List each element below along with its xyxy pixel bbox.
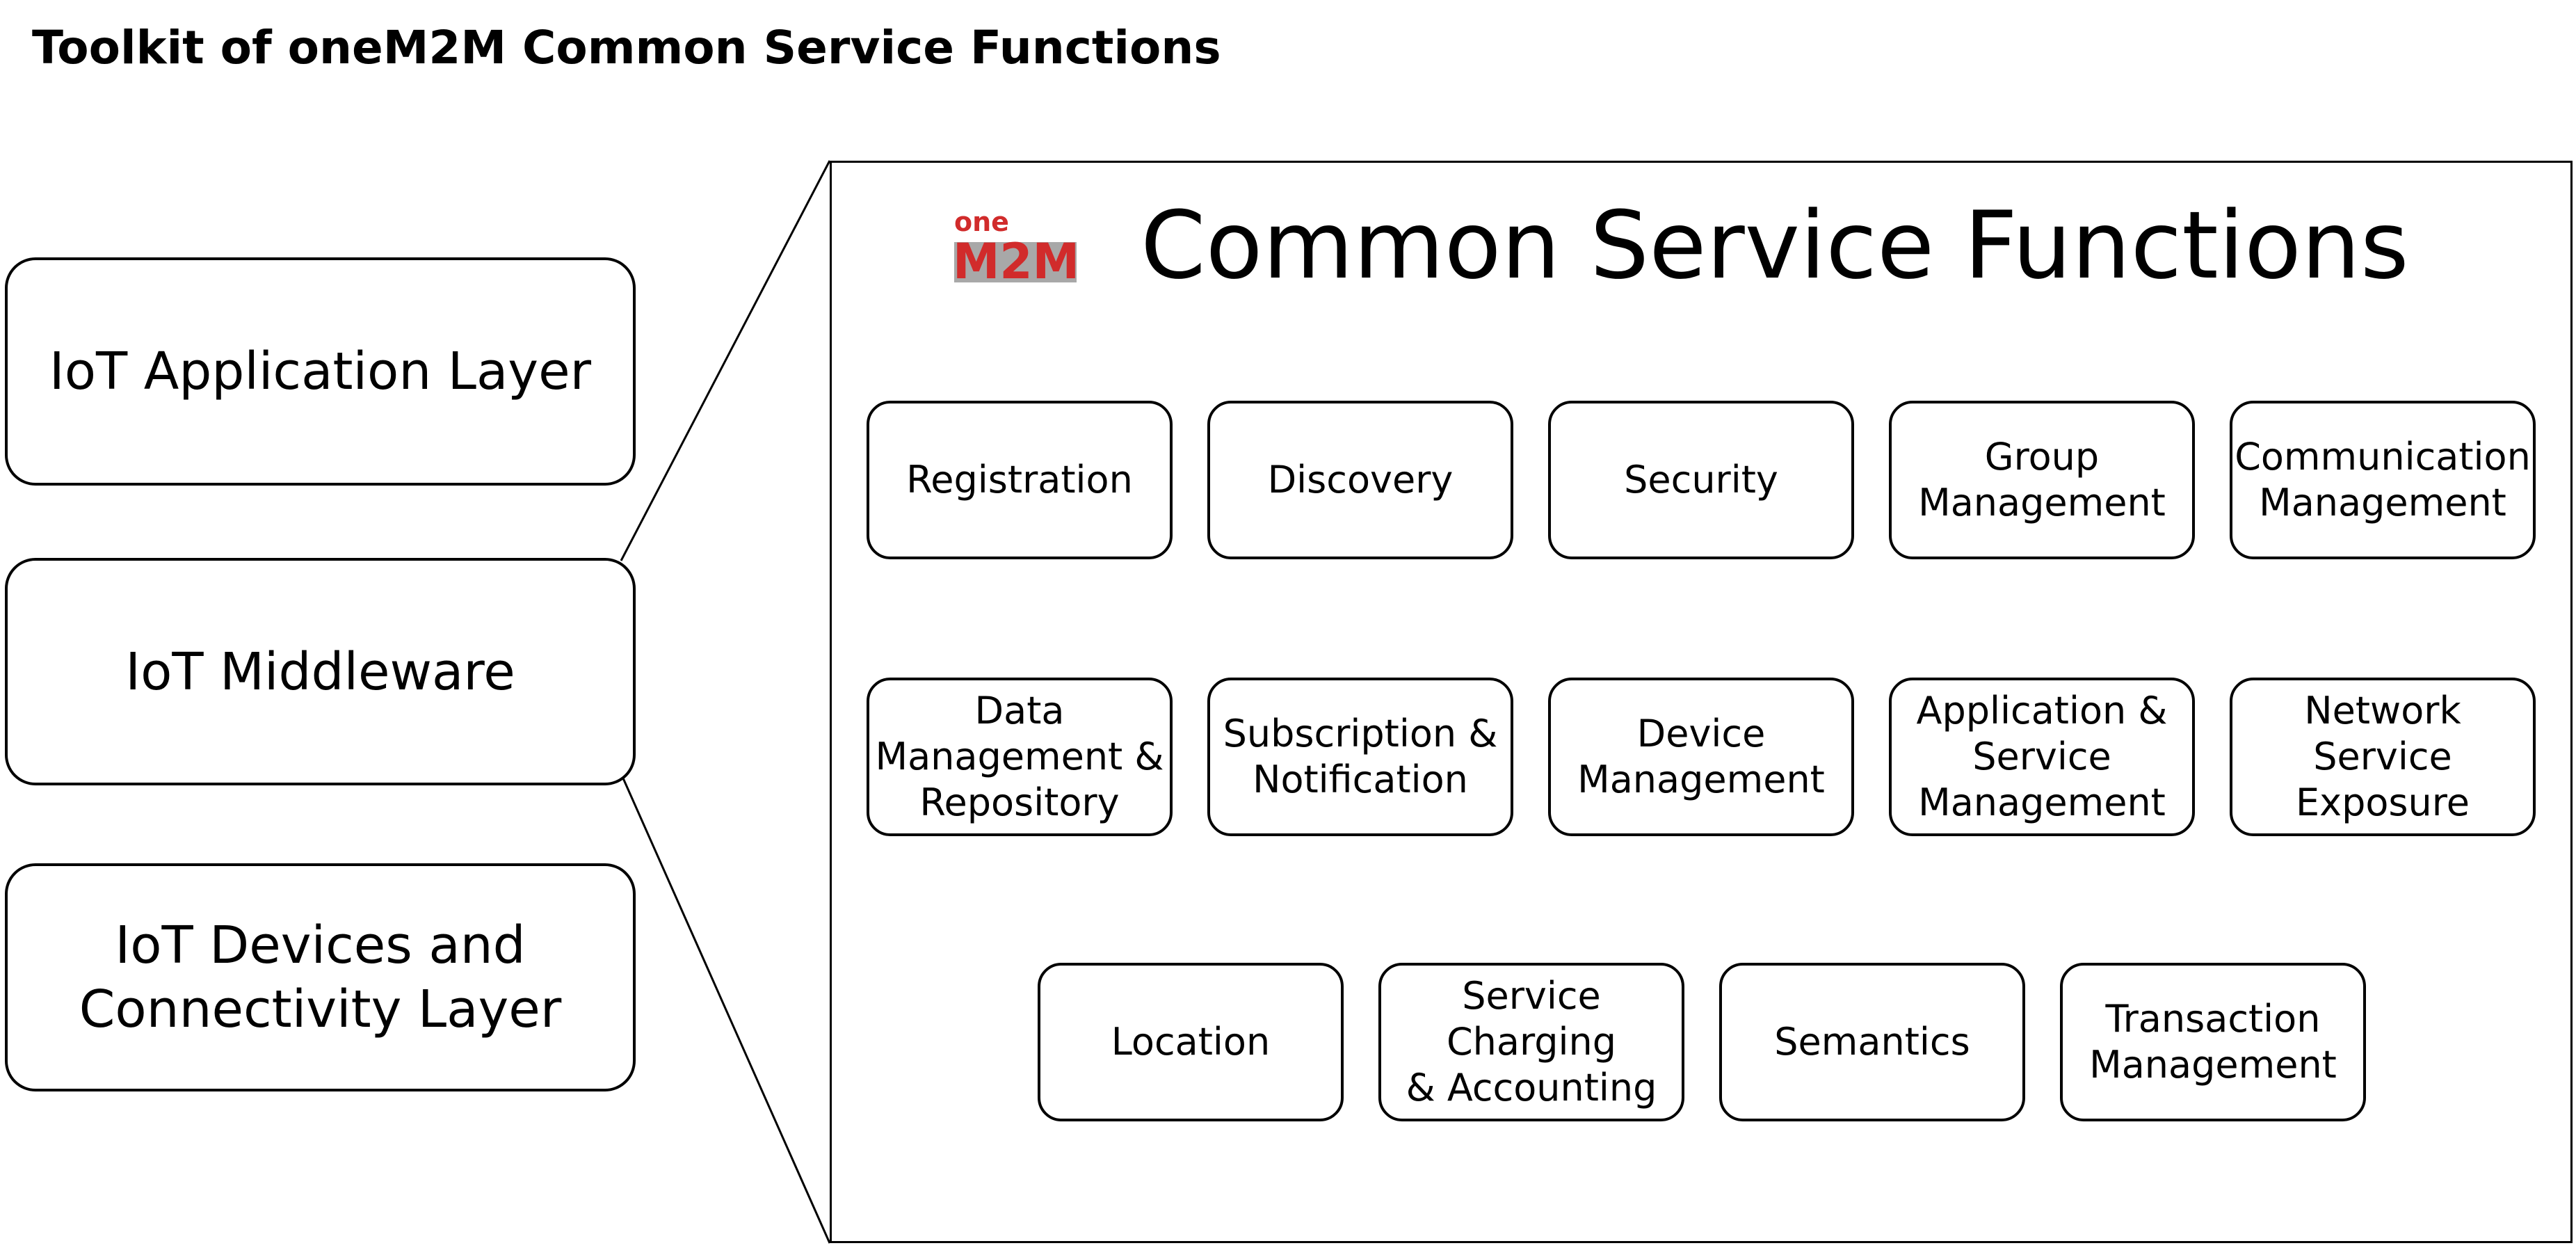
csf-label: Data Management & Repository bbox=[875, 689, 1164, 824]
connector-line-top bbox=[620, 160, 831, 561]
csf-device-management: Device Management bbox=[1548, 678, 1854, 836]
csf-label: Transaction Management bbox=[2089, 997, 2337, 1087]
csf-discovery: Discovery bbox=[1207, 401, 1513, 559]
layer-middleware: IoT Middleware bbox=[5, 558, 636, 785]
csf-network-service-exposure: Network Service Exposure bbox=[2230, 678, 2536, 836]
csf-label: Security bbox=[1624, 458, 1778, 502]
csf-label: Service Charging & Accounting bbox=[1406, 974, 1657, 1110]
csf-label: Registration bbox=[906, 458, 1133, 502]
layer-devices-label: IoT Devices and Connectivity Layer bbox=[79, 915, 562, 1039]
layer-application-label: IoT Application Layer bbox=[49, 342, 592, 401]
csf-group-management: Group Management bbox=[1889, 401, 2195, 559]
layer-application: IoT Application Layer bbox=[5, 257, 636, 486]
csf-transaction-management: Transaction Management bbox=[2060, 963, 2366, 1121]
csf-label: Subscription & Notification bbox=[1223, 712, 1498, 801]
csf-label: Semantics bbox=[1774, 1020, 1970, 1064]
layer-devices-connectivity: IoT Devices and Connectivity Layer bbox=[5, 863, 636, 1091]
csf-label: Group Management bbox=[1918, 435, 2166, 525]
connector-line-bottom bbox=[620, 773, 831, 1244]
logo-text-one: one bbox=[954, 207, 1009, 237]
logo-text-m2m: M2M bbox=[953, 233, 1079, 284]
page-title: Toolkit of oneM2M Common Service Functio… bbox=[32, 21, 1221, 74]
csf-label: Communication Management bbox=[2235, 435, 2531, 525]
csf-communication-management: Communication Management bbox=[2230, 401, 2536, 559]
csf-application-service-management: Application & Service Management bbox=[1889, 678, 2195, 836]
csf-semantics: Semantics bbox=[1719, 963, 2025, 1121]
csf-service-charging-accounting: Service Charging & Accounting bbox=[1378, 963, 1684, 1121]
csf-label: Discovery bbox=[1267, 458, 1454, 502]
csf-label: Application & Service Management bbox=[1916, 689, 2168, 824]
csf-heading: Common Service Functions bbox=[1141, 191, 2409, 300]
csf-security: Security bbox=[1548, 401, 1854, 559]
csf-data-management-repository: Data Management & Repository bbox=[867, 678, 1173, 836]
csf-registration: Registration bbox=[867, 401, 1173, 559]
csf-label: Location bbox=[1111, 1020, 1271, 1064]
layer-middleware-label: IoT Middleware bbox=[125, 641, 515, 702]
csf-location: Location bbox=[1038, 963, 1344, 1121]
csf-label: Network Service Exposure bbox=[2296, 689, 2470, 824]
csf-subscription-notification: Subscription & Notification bbox=[1207, 678, 1513, 836]
csf-label: Device Management bbox=[1577, 712, 1825, 801]
onem2m-logo: one M2M bbox=[953, 207, 1079, 284]
